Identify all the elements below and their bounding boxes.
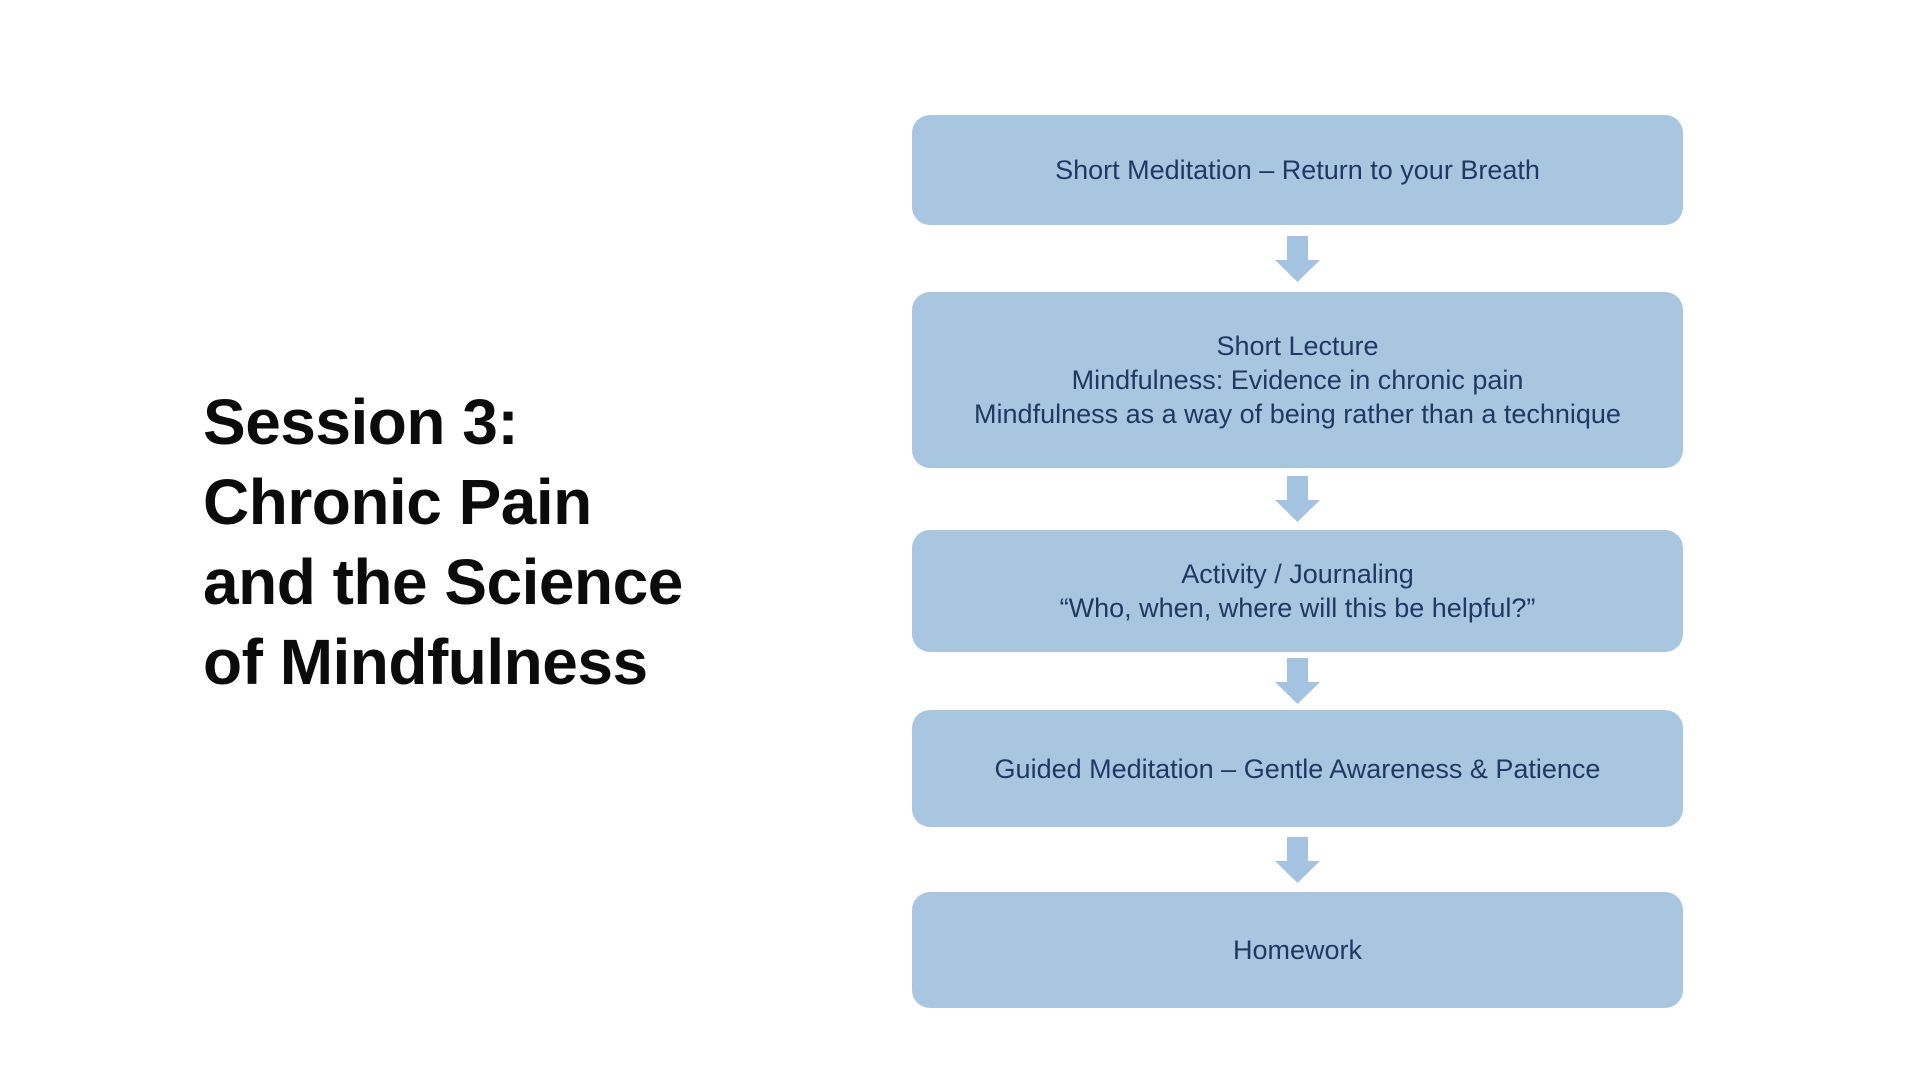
step-line: Homework: [1232, 935, 1363, 965]
slide-title: Session 3: Chronic Pain and the Science …: [203, 382, 683, 702]
step-line: Mindfulness: Evidence in chronic pain: [1071, 365, 1524, 395]
down-arrow-icon: [1275, 836, 1320, 883]
step-line: Guided Meditation – Gentle Awareness & P…: [994, 753, 1601, 784]
title-line: and the Science: [203, 546, 683, 618]
flow-connector: [912, 827, 1683, 892]
title-line: of Mindfulness: [203, 626, 648, 698]
flowchart: Short Meditation – Return to your Breath…: [912, 115, 1683, 1008]
flow-step-homework: Homework: [912, 892, 1683, 1008]
flow-step-short-lecture: Short Lecture Mindfulness: Evidence in c…: [912, 292, 1683, 468]
step-line: Mindfulness as a way of being rather tha…: [974, 399, 1621, 429]
flow-connector: [912, 652, 1683, 710]
down-arrow-icon: [1275, 476, 1320, 522]
step-line: “Who, when, where will this be helpful?”: [1059, 593, 1536, 623]
flow-step-short-meditation: Short Meditation – Return to your Breath: [912, 115, 1683, 225]
step-line: Short Meditation – Return to your Breath: [1055, 155, 1540, 185]
flow-step-activity-journaling: Activity / Journaling “Who, when, where …: [912, 530, 1683, 652]
step-line: Activity / Journaling: [1181, 559, 1414, 589]
title-line: Chronic Pain: [203, 466, 592, 538]
flow-step-guided-meditation: Guided Meditation – Gentle Awareness & P…: [912, 710, 1683, 827]
down-arrow-icon: [1275, 235, 1320, 282]
step-line: Short Lecture: [1216, 331, 1379, 361]
down-arrow-icon: [1275, 658, 1320, 704]
flow-connector: [912, 225, 1683, 292]
flow-connector: [912, 468, 1683, 530]
title-line: Session 3:: [203, 386, 519, 458]
